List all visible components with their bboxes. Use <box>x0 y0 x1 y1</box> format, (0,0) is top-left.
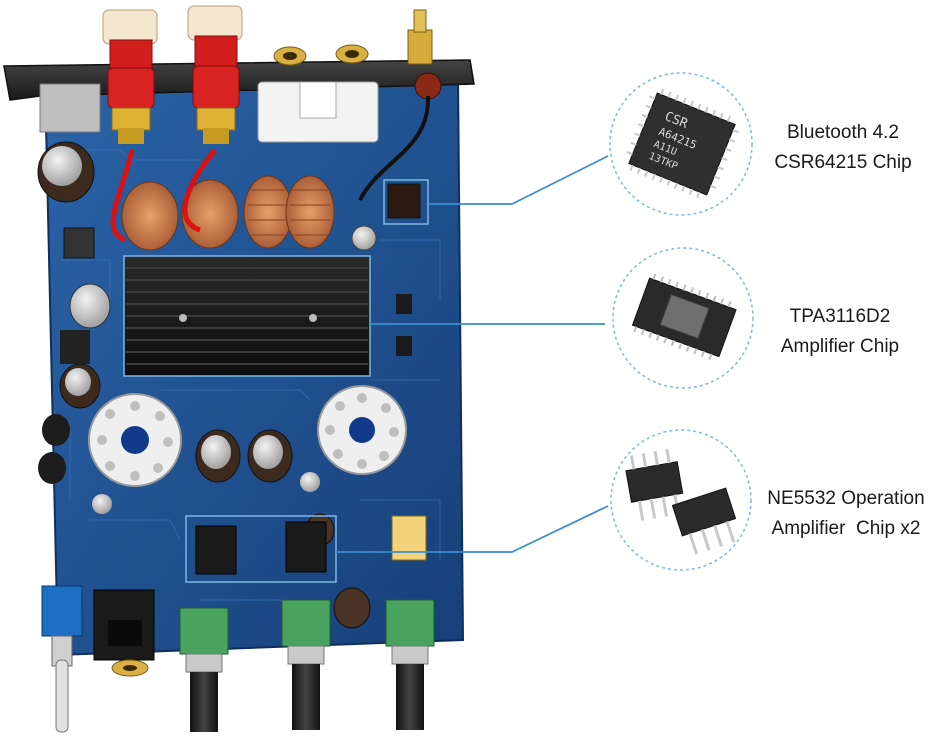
amplifier-board <box>3 5 475 733</box>
power-toggle-switch <box>41 585 83 733</box>
small-ic-right-2 <box>396 336 412 356</box>
callout-lines <box>336 155 609 553</box>
capacitors-left <box>38 283 111 484</box>
callout-label-amplifier-line-1: TPA3116D2 <box>789 306 891 327</box>
tube-socket-left <box>88 393 182 487</box>
callout-label-bluetooth-line-2: CSR64215 Chip <box>774 152 912 173</box>
callout-label-opamp-line-1: NE5532 Operation <box>767 488 925 509</box>
potentiometer-volume <box>179 607 229 732</box>
tube-socket-right <box>317 385 407 475</box>
capacitor-small-top <box>351 225 377 251</box>
callout-label-bluetooth-line-1: Bluetooth 4.2 <box>787 122 899 143</box>
callout-circle-opamp <box>610 429 752 571</box>
small-ic-right <box>396 294 412 314</box>
callout-circle-bluetooth: CSR A64215 A11U 13TKP <box>609 72 753 216</box>
callout-circle-amplifier <box>612 247 754 389</box>
callout-label-opamp-line-2: Amplifier Chip x2 <box>771 518 921 539</box>
bluetooth-module-pad <box>387 183 421 219</box>
inductor-smd <box>63 227 95 259</box>
opamp-chip-2 <box>285 521 327 573</box>
rca-input-jacks <box>257 44 379 143</box>
pcb-traces <box>60 149 441 601</box>
bluetooth-antenna <box>358 9 442 201</box>
capacitor-large <box>37 141 95 203</box>
callout-label-opamp: NE5532 Operation Amplifier Chip x2 <box>756 484 936 544</box>
heatsink <box>123 255 371 377</box>
output-inductors <box>110 148 335 251</box>
highlight-box-bluetooth <box>383 179 429 225</box>
highlight-box-opamp <box>185 515 337 583</box>
dc-power-jack <box>93 589 155 677</box>
callout-label-amplifier: TPA3116D2 Amplifier Chip <box>765 302 915 362</box>
speaker-terminal-left <box>102 9 158 144</box>
opamp-chip-1 <box>195 525 237 575</box>
potentiometer-bass <box>385 599 435 730</box>
callout-label-bluetooth: Bluetooth 4.2 CSR64215 Chip <box>768 118 918 178</box>
faceplate-lower <box>39 83 101 133</box>
highlight-box-amp <box>123 255 371 377</box>
potentiometer-treble <box>281 599 331 730</box>
callout-label-amplifier-line-2: Amplifier Chip <box>780 336 900 357</box>
speaker-terminal-right <box>187 5 243 144</box>
relay <box>391 515 427 561</box>
